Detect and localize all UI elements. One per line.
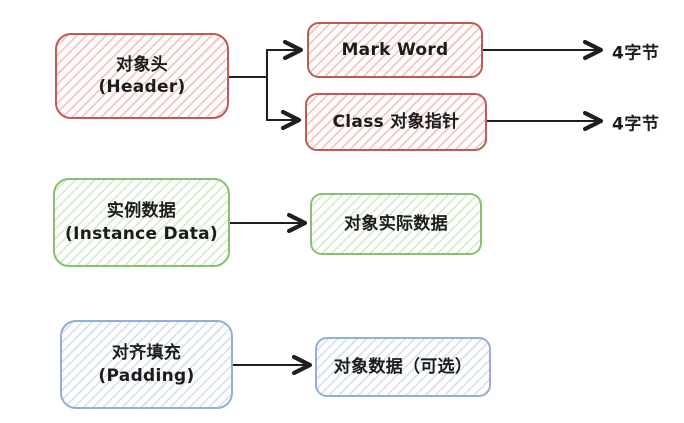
node-mark-word: Mark Word xyxy=(307,22,483,78)
node-object-data-optional-label: 对象数据（可选） xyxy=(333,356,473,377)
node-padding-label-en: (Padding) xyxy=(98,365,195,386)
size-label-mark-word: 4字节 xyxy=(612,43,660,64)
node-object-header: 对象头 (Header) xyxy=(55,33,229,119)
node-class-pointer-label: Class 对象指针 xyxy=(332,111,460,132)
node-instance-data-label-en: (Instance Data) xyxy=(65,223,218,244)
node-padding: 对齐填充 (Padding) xyxy=(60,320,233,409)
node-instance-data: 实例数据 (Instance Data) xyxy=(53,178,230,267)
node-object-actual-data: 对象实际数据 xyxy=(310,193,482,255)
node-padding-label-cn: 对齐填充 xyxy=(111,343,182,364)
node-object-header-label-cn: 对象头 xyxy=(116,54,168,75)
node-object-actual-data-label: 对象实际数据 xyxy=(344,213,448,234)
node-object-header-label-en: (Header) xyxy=(98,77,186,97)
node-mark-word-label: Mark Word xyxy=(341,39,449,60)
node-instance-data-label-cn: 实例数据 xyxy=(106,201,177,222)
size-label-class-pointer: 4字节 xyxy=(612,114,660,135)
node-object-data-optional: 对象数据（可选） xyxy=(315,337,491,397)
node-class-pointer: Class 对象指针 xyxy=(305,93,487,151)
